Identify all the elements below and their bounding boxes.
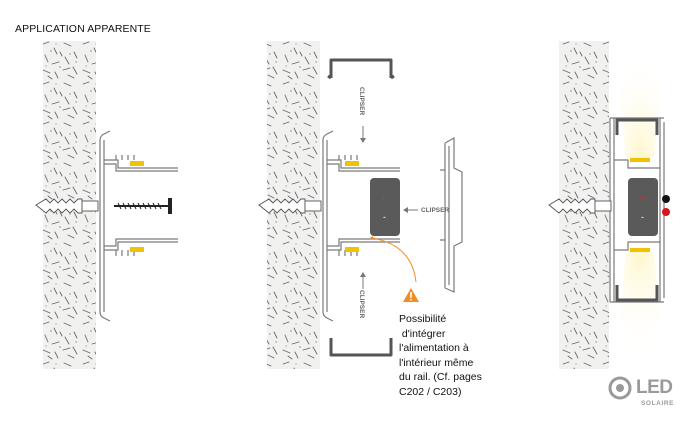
led-strip-top bbox=[345, 161, 359, 166]
screw-icon bbox=[114, 198, 172, 214]
arrow-left-head bbox=[403, 207, 408, 213]
wall-plug-icon bbox=[35, 198, 99, 214]
leader-dot bbox=[370, 236, 374, 240]
diagram-title: APPLICATION APPARENTE bbox=[15, 23, 151, 35]
light-beam-top bbox=[614, 41, 666, 158]
arrow-up-head bbox=[360, 272, 366, 277]
rail-profile bbox=[322, 130, 400, 322]
light-beam-bottom bbox=[614, 252, 666, 369]
arrow-down-head bbox=[360, 138, 366, 143]
note-line: d'intégrer bbox=[399, 327, 446, 340]
clip-label-top: CLIPSER bbox=[358, 87, 365, 115]
led-solaire-logo-icon bbox=[608, 376, 632, 400]
note-line: du rail. (Cf. pages bbox=[399, 371, 482, 383]
rail-profile bbox=[99, 130, 178, 322]
power-supply-note: Possibilité d'intégrer l'alimentation à l'… bbox=[399, 312, 482, 399]
led-strip-top bbox=[630, 158, 650, 162]
brand-logo-tagline: SOLAIRE bbox=[641, 400, 675, 407]
clip-label-right: CLIPSER bbox=[421, 207, 449, 214]
led-strip-top bbox=[130, 161, 144, 166]
wall-plug-icon bbox=[258, 198, 322, 214]
cover-clip-top bbox=[327, 58, 395, 80]
panel-3-lit-assembly: + - bbox=[548, 41, 670, 369]
leader-line bbox=[371, 237, 417, 283]
note-line: l'intérieur même bbox=[399, 356, 474, 369]
driver-plus-label: + bbox=[640, 193, 645, 203]
driver-minus-label: - bbox=[383, 212, 386, 222]
led-strip-bottom bbox=[345, 247, 359, 252]
warning-triangle-icon bbox=[403, 288, 419, 302]
driver-minus-label: - bbox=[641, 212, 644, 222]
terminal-red-indicator bbox=[662, 208, 670, 216]
panel-1-surface-mount bbox=[35, 41, 178, 369]
terminal-black-indicator bbox=[662, 195, 670, 203]
cover-clip-bottom bbox=[615, 285, 659, 302]
driver-plus-label: + bbox=[381, 193, 386, 203]
led-strip-bottom bbox=[130, 247, 144, 252]
panel-2-clip-assembly: + - CLIPSER CLIPSER CLIPSER bbox=[258, 41, 463, 369]
power-driver bbox=[628, 178, 658, 236]
note-line: C202 / C203) bbox=[399, 385, 462, 398]
power-driver bbox=[370, 178, 400, 236]
clip-label-bottom: CLIPSER bbox=[358, 290, 365, 318]
note-line: Possibilité bbox=[399, 313, 447, 325]
wall-plug-icon bbox=[548, 198, 612, 214]
brand-logo-name: LED bbox=[636, 377, 673, 398]
note-line: l'alimentation à bbox=[399, 342, 469, 354]
cover-clip-top bbox=[615, 118, 659, 135]
cover-clip-bottom bbox=[329, 338, 393, 357]
led-strip-bottom bbox=[630, 248, 650, 252]
cover-profile-right bbox=[440, 136, 463, 293]
